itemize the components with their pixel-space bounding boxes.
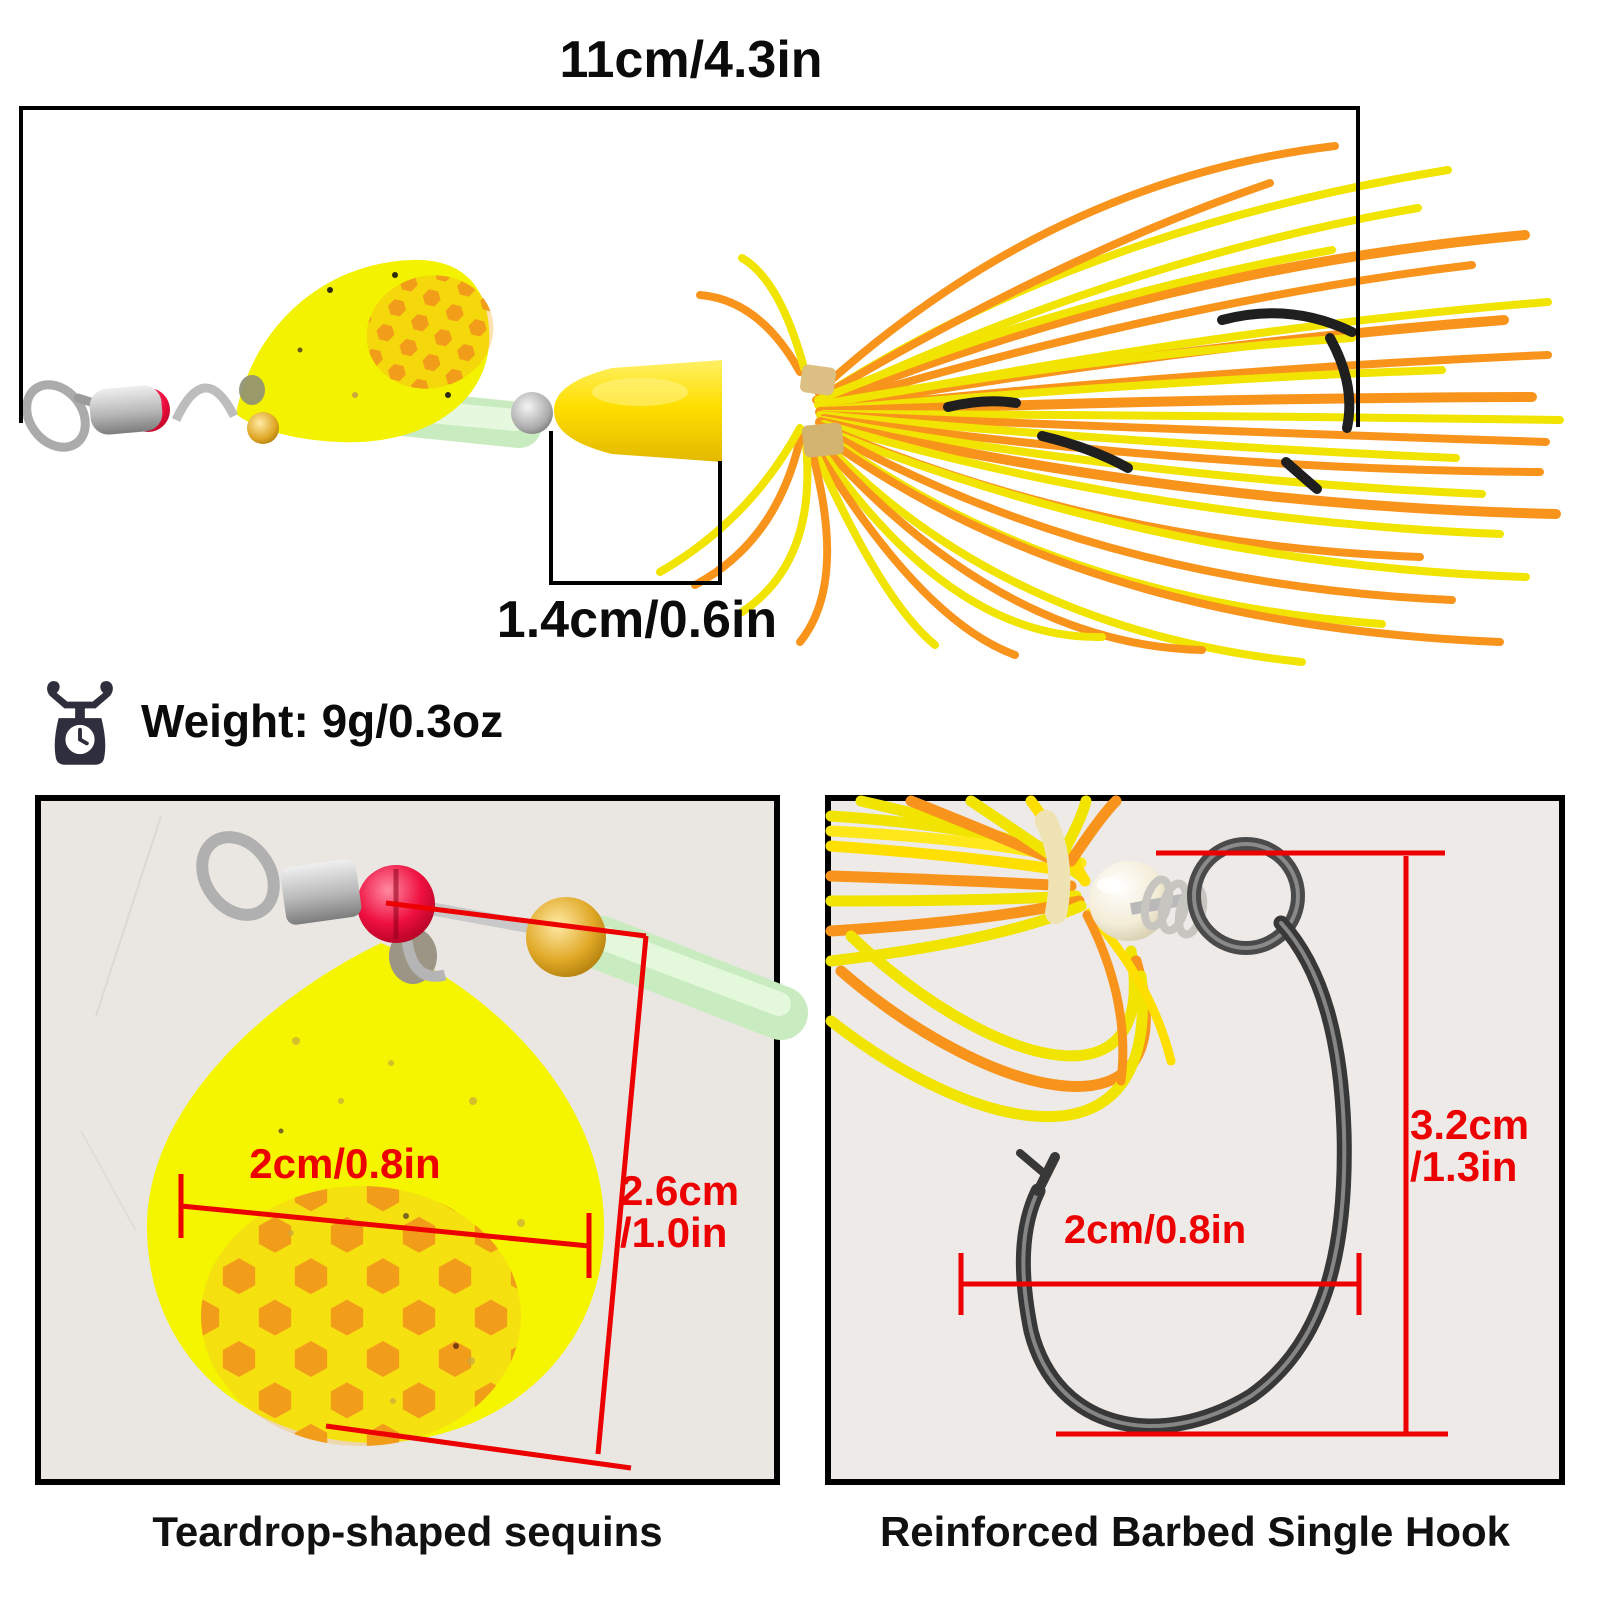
hook-height-label: 3.2cm /1.3in [1410, 1101, 1530, 1190]
hook-barb [1016, 1149, 1050, 1179]
hook-panel [825, 795, 1565, 1485]
skirt-collar [799, 364, 844, 458]
cone-head [554, 360, 722, 462]
total-length-bracket [19, 106, 1360, 427]
head-width-label: 1.4cm/0.6in [496, 591, 778, 649]
blade-hole [239, 375, 265, 405]
hidden-hook-wire [943, 308, 1357, 494]
barbed-hook [1015, 837, 1352, 1434]
spinner-blade [236, 259, 494, 443]
sequin-height-label: 2.6cm /1.0in [620, 1167, 740, 1256]
silver-bead [511, 392, 553, 434]
clevis-wire [171, 383, 239, 422]
hook-width-label: 2cm/0.8in [1063, 1208, 1247, 1252]
skirt-bundle [825, 795, 1176, 1123]
clevis-wire-closeup [401, 940, 447, 982]
swivel-closeup [196, 831, 362, 925]
sequin-closeup-photo [80, 815, 808, 1471]
skirt-band [1035, 810, 1071, 924]
sequin-panel [35, 795, 808, 1485]
hook-measure-lines [958, 850, 1448, 1437]
total-length-label: 11cm/4.3in [559, 31, 823, 89]
dimension-brackets [19, 106, 1360, 585]
silicone-skirt [812, 142, 1564, 538]
gold-bead [247, 412, 279, 444]
silicone-skirt-front [656, 254, 1530, 666]
head-width-bracket [549, 431, 722, 585]
weight-scale-icon [47, 681, 113, 765]
weight-label: Weight: 9g/0.3oz [141, 695, 504, 747]
gold-bead-closeup [526, 897, 606, 977]
teardrop-sequin [146, 928, 605, 1446]
sequin-caption: Teardrop-shaped sequins [152, 1508, 663, 1555]
hook-closeup-photo [825, 795, 1448, 1437]
sequin-width-label: 2cm/0.8in [249, 1140, 441, 1187]
spinnerbait-main-photo [19, 106, 1564, 666]
sequin-measure-lines [178, 900, 649, 1471]
swivel [22, 380, 163, 452]
hook-caption: Reinforced Barbed Single Hook [879, 1508, 1511, 1555]
